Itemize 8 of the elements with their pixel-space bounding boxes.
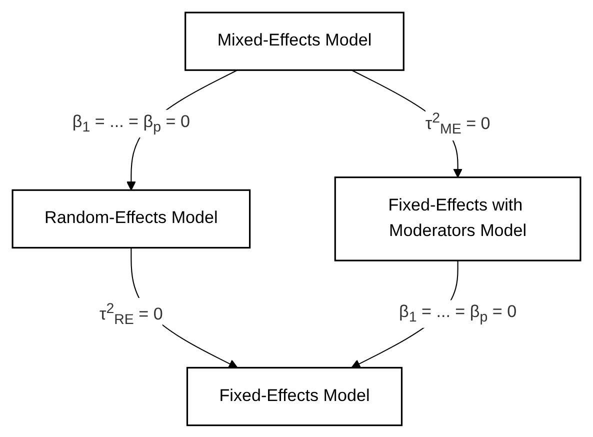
node-box: Random-Effects Model — [12, 188, 251, 248]
node-box: Mixed-Effects Model — [184, 11, 404, 70]
edge-label: τ$^{2}$$_{ME}$ = 0 — [425, 109, 490, 136]
edge-label: β$_{1}$ = ... = β$_{p}$ = 0 — [399, 302, 517, 324]
edge-label: τ$^{2}$$_{RE}$ = 0 — [99, 300, 163, 327]
node-box: Fixed-Effects with Moderators Model — [334, 176, 582, 261]
node-box: Fixed-Effects Model — [186, 366, 403, 426]
edge-label: β$_{1}$ = ... = β$_{p}$ = 0 — [72, 112, 190, 134]
